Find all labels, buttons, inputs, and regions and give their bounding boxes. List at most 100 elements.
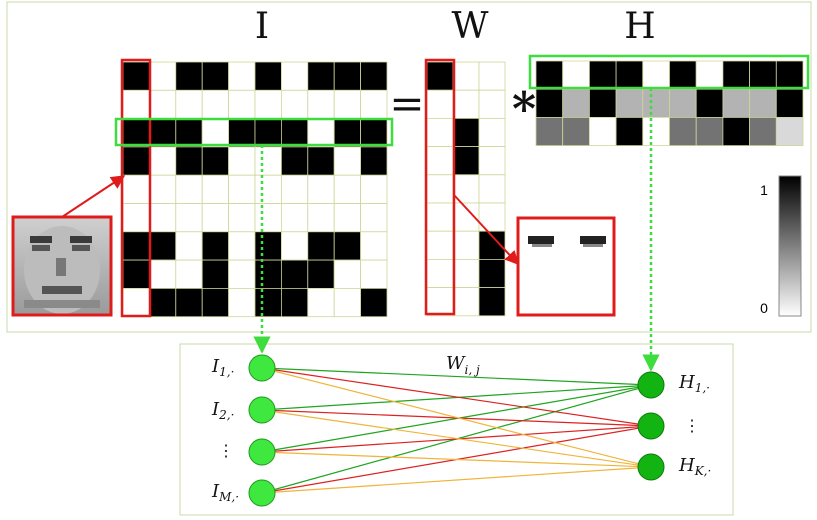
matrix-w-cell xyxy=(478,61,506,91)
matrix-i-cell xyxy=(333,231,362,261)
matrix-i-cell xyxy=(201,146,229,176)
matrix-i-cell xyxy=(228,61,256,91)
matrix-h-cell xyxy=(775,88,804,118)
matrix-w xyxy=(426,61,506,317)
matrix-i-cell xyxy=(175,146,203,176)
output-label-k: HK,· xyxy=(678,455,711,478)
column-to-basis-arrow xyxy=(453,194,519,266)
matrix-i-cell xyxy=(175,118,203,148)
colorbar-max-label: 1 xyxy=(760,182,768,198)
matrix-i-cell xyxy=(280,259,309,289)
matrix-i-cell xyxy=(254,174,282,204)
matrix-h-cell xyxy=(535,117,564,147)
face-to-column-arrow xyxy=(61,175,126,218)
matrix-h-cell xyxy=(749,117,777,147)
matrix-w-cell xyxy=(452,89,480,119)
input-node-m xyxy=(248,479,276,507)
matrix-i-cell xyxy=(122,203,150,233)
matrix-h-cell xyxy=(642,60,670,90)
matrix-i-cell xyxy=(360,118,388,148)
matrix-i-cell xyxy=(307,203,335,233)
matrix-i-cell xyxy=(254,118,282,148)
matrix-h-cell xyxy=(615,117,644,147)
matrix-w-cell xyxy=(478,118,506,148)
matrix-w-cell xyxy=(426,287,454,317)
matrix-i-cell xyxy=(280,61,309,91)
edge-orange xyxy=(261,466,652,494)
matrix-h-cell xyxy=(589,88,617,118)
matrix-h-cell xyxy=(749,88,777,118)
basis-image-thumbnail xyxy=(516,216,616,317)
matrix-i-cell xyxy=(175,287,203,318)
matrix-i-cell xyxy=(175,89,203,120)
matrix-i-cell xyxy=(333,118,362,148)
matrix-i-cell xyxy=(280,118,309,148)
matrix-w-cell xyxy=(426,258,454,288)
matrix-i-cell xyxy=(307,146,335,176)
matrix-i-cell xyxy=(280,287,309,318)
matrix-i-cell xyxy=(333,146,362,176)
bottom-panel xyxy=(179,343,734,516)
input-node-2 xyxy=(248,396,276,424)
matrix-i-cell xyxy=(228,89,256,120)
matrix-h-cell xyxy=(535,60,564,90)
face-image-thumbnail xyxy=(11,215,113,317)
matrix-i-cell xyxy=(175,174,203,204)
matrix-h-cell xyxy=(695,60,724,90)
w-column-highlight xyxy=(424,58,456,316)
matrix-i-cell xyxy=(201,287,229,318)
output-node-1 xyxy=(637,371,665,399)
i-row-highlight xyxy=(114,117,394,147)
matrix-h-cell xyxy=(669,117,697,147)
matrix-h-cell xyxy=(615,60,644,90)
matrix-h-cell xyxy=(722,88,751,118)
matrix-w-cell xyxy=(478,258,506,288)
matrix-i-cell xyxy=(280,146,309,176)
edge-orange xyxy=(261,409,652,468)
matrix-i-cell xyxy=(175,61,203,91)
matrix-i-cell xyxy=(148,259,177,289)
matrix-h-cell xyxy=(642,117,670,147)
matrix-i-cell xyxy=(307,118,335,148)
matrix-i-cell xyxy=(280,231,309,261)
matrix-i-cell xyxy=(254,89,282,120)
input-label-ellipsis: ⋮ xyxy=(218,441,234,460)
matrix-i-cell xyxy=(122,259,150,289)
matrix-i-cell xyxy=(254,231,282,261)
matrix-i-cell xyxy=(122,174,150,204)
matrix-i-cell xyxy=(254,61,282,91)
matrix-w-cell xyxy=(426,230,454,260)
matrix-i-cell xyxy=(122,61,150,91)
matrix-h-cell xyxy=(589,60,617,90)
matrix-h-cell xyxy=(695,88,724,118)
matrix-i-cell xyxy=(148,118,177,148)
matrix-i-cell xyxy=(201,231,229,261)
matrix-h-title: H xyxy=(624,6,655,47)
matrix-h-cell xyxy=(535,88,564,118)
matrix-i-cell xyxy=(360,203,388,233)
matrix-i-cell xyxy=(201,118,229,148)
matrix-i-cell xyxy=(228,259,256,289)
matrix-i-cell xyxy=(254,287,282,318)
matrix-i-cell xyxy=(307,259,335,289)
matrix-i-cell xyxy=(148,231,177,261)
matrix-i-cell xyxy=(175,231,203,261)
input-node-3 xyxy=(248,438,276,466)
output-label-ellipsis: ⋮ xyxy=(684,416,700,435)
edge-green xyxy=(261,367,652,386)
equals-sign: = xyxy=(389,79,424,128)
input-label-m: IM,· xyxy=(211,481,239,504)
matrix-w-cell xyxy=(478,89,506,119)
matrix-h xyxy=(535,60,804,147)
matrix-h-cell xyxy=(749,60,777,90)
matrix-w-cell xyxy=(426,146,454,176)
colorbar xyxy=(778,175,802,317)
matrix-i-cell xyxy=(333,203,362,233)
matrix-h-cell xyxy=(642,88,670,118)
matrix-i-cell xyxy=(307,287,335,318)
matrix-w-cell xyxy=(478,174,506,204)
matrix-i-cell xyxy=(228,231,256,261)
matrix-i-cell xyxy=(254,259,282,289)
matrix-h-cell xyxy=(589,117,617,147)
matrix-h-cell xyxy=(722,60,751,90)
